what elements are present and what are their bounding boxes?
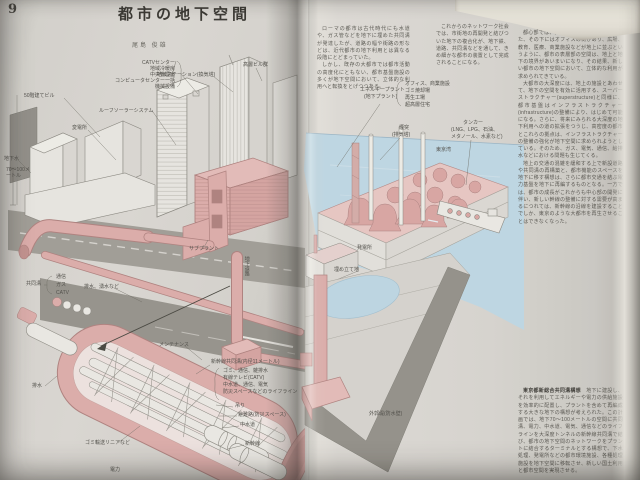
body-column-a: ローマの都市は古代時代にも水道や、ガス管などを地下に埋めた共同溝が発達したが、道… [317,26,410,91]
body-column-b: これからのネットワーク社会では、市街地の再開発と結びついた地下の複合化が、地下鉄… [436,24,509,68]
body-paragraph: 大都市の大深度には、地上の施設とあわせて、地下の空間を有効に活用する、スーパース… [518,80,623,160]
body-paragraph: これからのネットワーク社会では、市街地の再開発と結びついた地下の複合化が、地下鉄… [436,24,509,67]
left-page-illustration [8,55,305,480]
body-paragraph: ローマの都市は古代時代にも水道や、ガス管などを地下に埋めた共同溝が発達したが、道… [317,26,410,61]
page-number: 9 [8,2,18,17]
body-paragraph: 地上の交通の混雑を緩和する上で新設道路や共同溝の再構築と、都市機能のスペースを地… [518,160,623,225]
body-column-c: 都心部では、大小のストリートがあり、また、その下にはオフィスの街があり、広場、教… [518,30,623,226]
page-title: 都市の地下空間 [118,5,252,23]
note-paragraph: 東京都新総合共同溝構想 地下に建設し、それを利用してエネルギーや電力の供給施設を… [518,388,623,475]
body-paragraph: しかし、既存の大都市では都市活動の高度化にともない、都市基盤施設の多くが地下空間… [317,62,410,90]
body-column-c-note: 東京都新総合共同溝構想 地下に建設し、それを利用してエネルギーや電力の供給施設を… [518,388,623,475]
right-page-illustration [300,125,525,473]
author-name: 尾島 俊雄 [132,43,168,49]
note-heading: 東京都新総合共同溝構想 [523,388,581,394]
note-text: 地下に建設し、それを利用してエネルギーや電力の供給施設を効率的に配置し、プラント… [518,388,624,474]
